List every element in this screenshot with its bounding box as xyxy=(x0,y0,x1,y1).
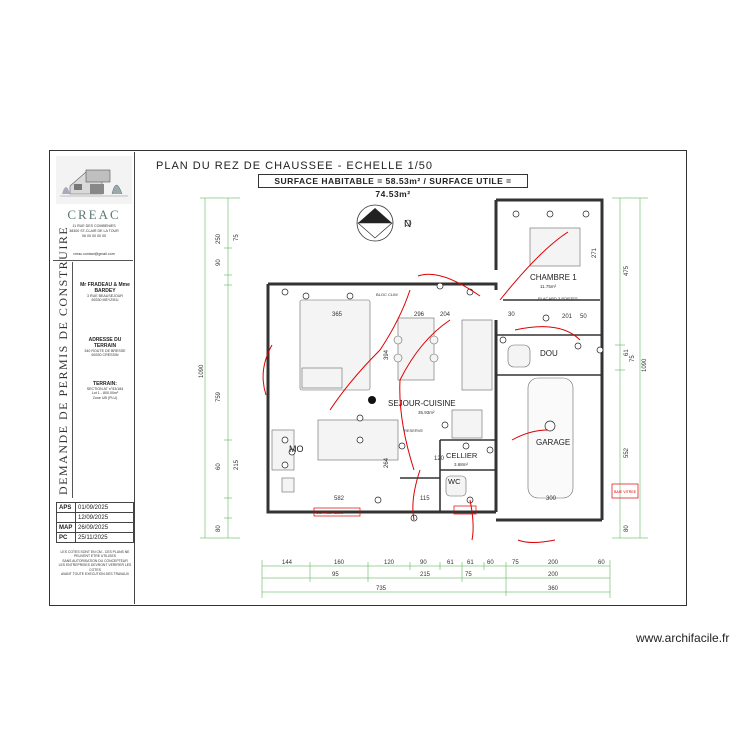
watermark: www.archifacile.fr xyxy=(636,631,730,645)
terrain-line: Zone UB (PLU) xyxy=(92,395,118,400)
house-logo-sketch xyxy=(56,156,132,204)
site-address-block: ADRESSE DU TERRAIN 340 ROUTE DE BRESSE 6… xyxy=(78,337,132,358)
drawing-sheet xyxy=(49,150,687,606)
terrain-block: TERRAIN: SECTION AT n°53/184 Lot 1 - 800… xyxy=(78,381,132,400)
plan-title: PLAN DU REZ DE CHAUSSEE - ECHELLE 1/50 xyxy=(156,160,434,172)
company-email: creac.contact@gmail.com xyxy=(73,252,115,256)
notes-block: LES COTES SONT EN CM - CES PLANS NE PEUV… xyxy=(56,550,134,576)
site-address-line: 69330 CRESSIN xyxy=(91,353,119,358)
company-line: 38300 ST-CLAIR DE LA TOUR xyxy=(69,229,119,233)
divider xyxy=(72,262,73,498)
client-block: Mr FRADEAU & Mme BARDEY 3 RUE BEAUSEJOUR… xyxy=(78,282,132,303)
divider xyxy=(53,260,133,261)
client-name: Mr FRADEAU & Mme BARDEY xyxy=(80,282,130,294)
company-line: 06 00 00 00 00 xyxy=(82,234,106,238)
terrain-line: Lot 1 - 800.00m² xyxy=(91,391,119,396)
terrain-heading: TERRAIN: xyxy=(93,381,117,387)
client-line: 3 RUE BEAUSEJOUR xyxy=(87,294,123,298)
terrain-line: SECTION AT n°53/184 xyxy=(86,387,124,391)
note-line: LES COTES SONT EN CM - CES PLANS NE PEUV… xyxy=(60,550,130,559)
note-line: LES ENTREPRISES DEVRONT VERIFIER LES COT… xyxy=(58,563,132,572)
vertical-title: DEMANDE DE PERMIS DE CONSTRUIRE xyxy=(56,225,70,495)
note-line: AVANT TOUTE EXECUTION DES TRAVAUX xyxy=(60,572,130,577)
client-line: 69330 MEYZIEU xyxy=(91,298,119,303)
company-name: CREAC xyxy=(67,207,121,222)
revision-row: 12/09/2025 xyxy=(56,512,134,523)
company-line: 11 RUE DES COMBENIES xyxy=(72,224,116,228)
note-line: SANS AUTORISATION DU CONCEPTEUR xyxy=(62,558,128,563)
site-address-heading: ADRESSE DU TERRAIN xyxy=(88,337,122,349)
site-address-line: 340 ROUTE DE BRESSE xyxy=(84,349,126,353)
title-block xyxy=(51,152,135,604)
surface-box: SURFACE HABITABLE = 58.53m² / SURFACE UT… xyxy=(258,174,528,199)
